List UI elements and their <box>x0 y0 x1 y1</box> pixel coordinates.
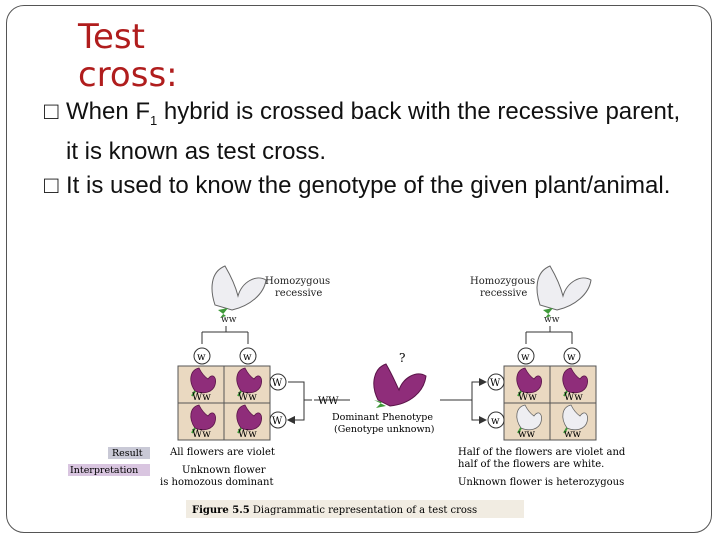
left-branch-lines <box>201 326 249 344</box>
gamete-label: W <box>490 378 501 389</box>
right-gamete-W <box>487 373 505 391</box>
result-label-box <box>108 447 150 459</box>
interpretation-label-box <box>68 464 150 476</box>
right-parent-flower <box>536 265 592 318</box>
right-cross-arrow-bottom <box>471 400 487 424</box>
dominant-phenotype-label: Dominant Phenotype <box>332 412 433 423</box>
gamete-label: W <box>272 378 283 389</box>
left-parent-label-1: Homozygous <box>265 276 330 287</box>
right-parent-label-2: recessive <box>480 288 527 299</box>
cell-genotype: Ww <box>564 392 583 403</box>
gamete-label: w <box>491 416 500 427</box>
bullet-list: □ When F1 hybrid is crossed back with th… <box>44 96 684 204</box>
left-parent-flower <box>211 265 267 318</box>
bullet-text: It is used to know the genotype of the g… <box>66 171 671 199</box>
dominant-violet-flower <box>373 363 427 408</box>
slide-title: Test cross: <box>78 18 178 94</box>
left-gamete-w-1 <box>193 347 211 365</box>
result-right-2: half of the flowers are white. <box>458 459 604 470</box>
right-branch-lines <box>525 326 573 344</box>
left-gamete-W-1 <box>269 373 287 391</box>
bullet-marker-icon: □ <box>44 98 59 125</box>
figure-caption: Figure 5.5 Diagrammatic representation o… <box>192 505 477 516</box>
caption-bold: Figure 5.5 <box>192 505 250 516</box>
genotype-unknown-label: (Genotype unknown) <box>334 424 434 435</box>
caption-text: Diagrammatic representation of a test cr… <box>250 505 478 516</box>
interpretation-right: Unknown flower is heterozygous <box>458 477 624 488</box>
right-punnett-grid: Ww Ww ww ww <box>503 365 597 441</box>
right-recessive-genotype: ww <box>544 315 560 325</box>
right-parent-label-1: Homozygous <box>470 276 535 287</box>
left-punnett-grid: Ww Ww Ww Ww <box>177 365 271 441</box>
gamete-label: w <box>197 352 206 363</box>
result-left-text: All flowers are violet <box>169 447 275 458</box>
interpretation-left-1: Unknown flower <box>182 465 266 476</box>
right-gamete-w <box>487 411 505 429</box>
result-right-1: Half of the flowers are violet and <box>458 447 626 458</box>
slide-title-line-2: cross: <box>78 55 178 95</box>
slide-frame <box>6 5 712 533</box>
interpretation-left-2: is homozous dominant <box>160 477 273 488</box>
bullet-marker-icon: □ <box>44 171 59 199</box>
bullet-subscript: 1 <box>150 112 158 128</box>
ww-arrow-label: WW <box>318 396 339 407</box>
test-cross-figure: Homozygous recessive ww Homozygous reces… <box>68 265 626 516</box>
result-label: Result <box>112 448 143 459</box>
slide-title-line-1: Test <box>78 17 145 57</box>
cell-genotype: ww <box>564 429 582 440</box>
interpretation-label: Interpretation <box>70 465 138 476</box>
gamete-label: w <box>521 352 530 363</box>
left-parent-label-2: recessive <box>275 288 322 299</box>
left-recessive-genotype: ww <box>221 315 237 325</box>
bullet-text-rest: hybrid is crossed back with the recessiv… <box>66 98 681 165</box>
gamete-label: w <box>567 352 576 363</box>
right-gamete-w-2 <box>563 347 581 365</box>
left-gamete-w-2 <box>239 347 257 365</box>
cell-genotype: Ww <box>192 429 211 440</box>
bullet-item: □ It is used to know the genotype of the… <box>44 170 684 201</box>
cell-genotype: Ww <box>518 392 537 403</box>
right-gamete-w-1 <box>517 347 535 365</box>
unknown-question-mark: ? <box>399 351 405 365</box>
bullet-text: When F <box>66 98 151 125</box>
bullet-item: □ When F1 hybrid is crossed back with th… <box>44 96 684 167</box>
cell-genotype: ww <box>518 429 536 440</box>
left-cross-arrows <box>288 381 312 420</box>
cell-genotype: Ww <box>238 429 257 440</box>
right-cross-arrow-top <box>440 378 487 401</box>
cell-genotype: Ww <box>238 392 257 403</box>
gamete-label: W <box>272 416 283 427</box>
cell-genotype: Ww <box>192 392 211 403</box>
gamete-label: w <box>243 352 252 363</box>
caption-background <box>186 500 524 518</box>
